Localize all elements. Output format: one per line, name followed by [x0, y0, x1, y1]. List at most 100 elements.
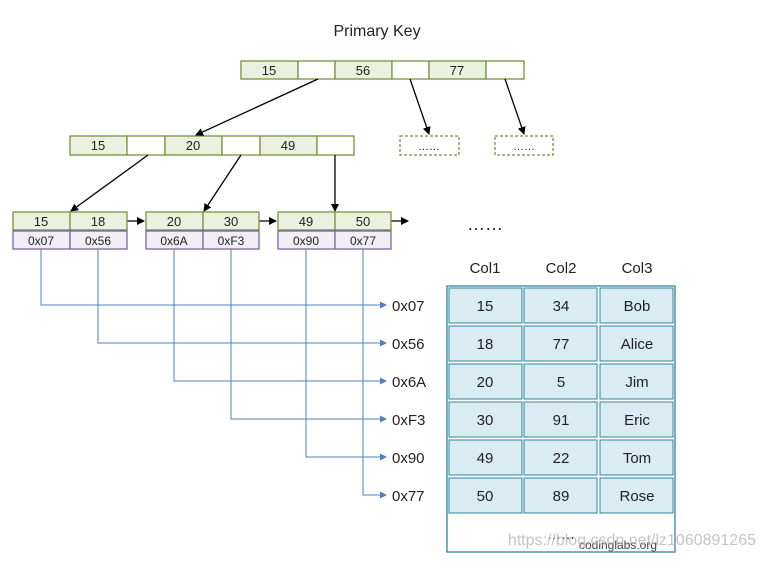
- data-table: 15 34 Bob 18 77 Alice 20 5 Jim 30 91 Eri…: [446, 285, 676, 553]
- placeholder-node: [399, 135, 460, 156]
- table-cell-text: 89: [553, 488, 570, 505]
- pointer-line-0x56: [97, 249, 387, 347]
- leaf-address-label: 0x90: [293, 234, 319, 248]
- table-cell: [599, 363, 674, 400]
- tree-pointer-arrows: [70, 78, 526, 225]
- pointer-line-0x90: [305, 249, 387, 461]
- table-cell-text: Eric: [624, 412, 650, 429]
- pointer-line-0x77: [362, 249, 387, 499]
- leaf-key-label: 18: [91, 214, 105, 229]
- arrow-root-to-internal: [195, 78, 319, 136]
- leaf-address-label: 0x6A: [160, 234, 187, 248]
- table-cell: [448, 363, 523, 400]
- leaf-ellipsis: ……: [467, 214, 503, 234]
- leaf-key-label: 50: [356, 214, 370, 229]
- root-pointer-cell: [485, 60, 525, 80]
- root-pointer-cell: [391, 60, 430, 80]
- table-cell-text: Jim: [625, 374, 648, 391]
- table-cell-text: 18: [477, 336, 494, 353]
- table-cell: [448, 287, 523, 324]
- table-cell-text: 34: [553, 298, 570, 315]
- table-cell-text: Rose: [619, 488, 654, 505]
- table-cell: [523, 439, 598, 476]
- internal-pointer-cell: [316, 135, 355, 156]
- leaf-node: 49 50 0x90 0x77: [277, 211, 392, 250]
- table-cell: [599, 401, 674, 438]
- leaf-key-cell: [202, 211, 260, 231]
- table-cell: [448, 325, 523, 362]
- leaf-node: 20 30 0x6A 0xF3: [145, 211, 260, 250]
- table-header: Col1: [470, 260, 501, 277]
- table-cell: [523, 325, 598, 362]
- pointer-line-0x6A: [173, 249, 387, 385]
- watermark: https://blog.csdn.net/lz1060891265: [508, 532, 756, 549]
- address-label: 0x6A: [392, 374, 426, 391]
- table-cell-text: Alice: [621, 336, 654, 353]
- internal-node: 15 20 49: [69, 135, 355, 156]
- leaf-address-label: 0x77: [350, 234, 376, 248]
- leaf-address-label: 0xF3: [218, 234, 245, 248]
- leaf-address-label: 0x07: [28, 234, 54, 248]
- root-key-label: 15: [262, 63, 276, 78]
- arrow-internal-to-leaf: [203, 154, 242, 212]
- table-cell: [599, 439, 674, 476]
- address-label: 0x77: [392, 488, 425, 505]
- address-label: 0xF3: [392, 412, 425, 429]
- arrow-root-to-placeholder: [504, 78, 526, 135]
- arrow-root-to-placeholder: [409, 78, 431, 135]
- leaf-key-cell: [69, 211, 128, 231]
- table-cell-text: 15: [477, 298, 494, 315]
- leaf-key-label: 49: [299, 214, 313, 229]
- internal-key-label: 20: [186, 138, 200, 153]
- leaf-address-label: 0x56: [85, 234, 111, 248]
- table-cell-text: 49: [477, 450, 494, 467]
- table-cell: [523, 287, 598, 324]
- table-header: Col3: [622, 260, 653, 277]
- leaf-key-label: 20: [167, 214, 181, 229]
- table-cell: [523, 363, 598, 400]
- diagram-title: Primary Key: [333, 23, 420, 40]
- table-row: 18 77 Alice: [448, 325, 674, 362]
- table-row: 30 91 Eric: [448, 401, 674, 438]
- internal-key-label: 15: [91, 138, 105, 153]
- root-key-label: 77: [450, 63, 464, 78]
- placeholder-node-label: ……: [418, 141, 440, 153]
- root-pointer-cell: [297, 60, 336, 80]
- placeholder-node-label: ……: [513, 141, 535, 153]
- internal-pointer-cell: [126, 135, 166, 156]
- table-cell: [448, 401, 523, 438]
- table-row: 49 22 Tom: [448, 439, 674, 476]
- table-cell: [599, 287, 674, 324]
- leaf-key-label: 30: [224, 214, 238, 229]
- table-cell-text: 5: [557, 374, 565, 391]
- table-cell-text: Bob: [624, 298, 651, 315]
- internal-pointer-cell: [221, 135, 261, 156]
- table-cell: [523, 477, 598, 514]
- arrow-internal-to-leaf: [70, 154, 149, 212]
- credit-label: codinglabs.org: [579, 538, 657, 552]
- table-cell: [523, 401, 598, 438]
- table-cell-text: 91: [553, 412, 570, 429]
- address-label: 0x90: [392, 450, 425, 467]
- table-cell-text: 22: [553, 450, 570, 467]
- table-row: 20 5 Jim: [448, 363, 674, 400]
- table-cell: [448, 477, 523, 514]
- table-cell-text: 77: [553, 336, 570, 353]
- table-cell-text: 50: [477, 488, 494, 505]
- table-row: 50 89 Rose: [448, 477, 674, 514]
- root-node: 15 56 77: [240, 60, 525, 80]
- table-footer-ellipsis: ……: [547, 526, 575, 542]
- leaf-key-label: 15: [34, 214, 48, 229]
- table-cell-text: 30: [477, 412, 494, 429]
- table-cell: [599, 477, 674, 514]
- address-label: 0x07: [392, 298, 425, 315]
- root-key-label: 56: [356, 63, 370, 78]
- pointer-line-0xF3: [230, 249, 387, 423]
- address-label: 0x56: [392, 336, 425, 353]
- leaf-key-cell: [334, 211, 392, 231]
- table-header: Col2: [546, 260, 577, 277]
- table-cell: [599, 325, 674, 362]
- pointer-line-0x07: [40, 249, 387, 309]
- row-pointer-lines: [40, 249, 387, 499]
